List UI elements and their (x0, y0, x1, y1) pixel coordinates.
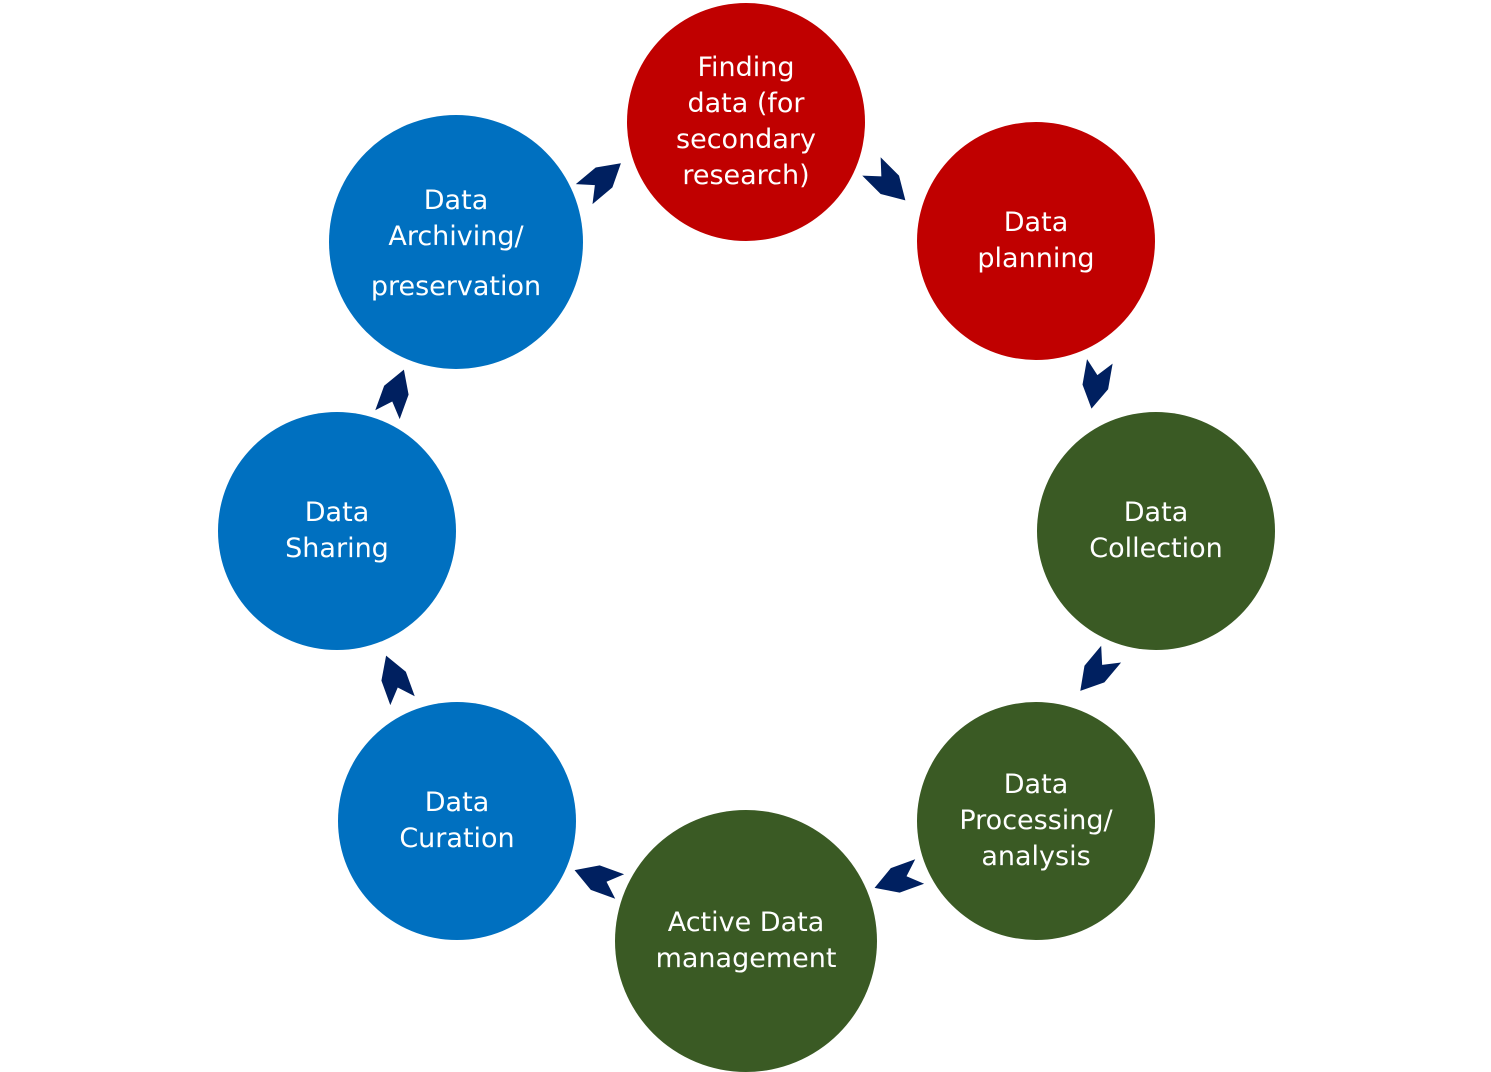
node-data-archiving: Data Archiving/ preservation (329, 115, 583, 369)
node-label-line: Sharing (285, 533, 389, 564)
node-data-sharing: Data Sharing (218, 412, 456, 650)
node-label-line: planning (977, 243, 1095, 274)
arrow-icon (874, 859, 925, 893)
arrow-icon (1080, 645, 1122, 691)
arrow-icon (1082, 359, 1113, 409)
arrow-icon (574, 865, 625, 899)
node-active-data-management: Active Data management (615, 810, 877, 1072)
node-label-line: Data (1003, 769, 1069, 800)
node-data-planning: Data planning (917, 122, 1155, 360)
node-label-line: secondary (676, 124, 816, 155)
node-label-line: Data (1003, 207, 1069, 238)
node-label-line: Processing/ (959, 805, 1113, 836)
node-label-line: management (655, 943, 837, 974)
node-data-collection: Data Collection (1037, 412, 1275, 650)
node-data-processing: Data Processing/ analysis (917, 702, 1155, 940)
node-label-line: research) (682, 160, 810, 191)
node-label-line: Data (424, 787, 490, 818)
node-label-line: Active Data (667, 907, 825, 938)
arrow-icon (862, 157, 906, 201)
node-label-line: Data (1123, 497, 1189, 528)
node-label-line: Collection (1089, 533, 1223, 564)
arrow-icon (375, 369, 409, 420)
node-label-line: preservation (370, 271, 542, 302)
node-label-line: Data (423, 185, 489, 216)
node-data-curation: Data Curation (338, 702, 576, 940)
node-label-line: Archiving/ (388, 221, 524, 252)
node-label-line: Finding (697, 52, 795, 83)
node-finding-data: Finding data (for secondary research) (627, 3, 865, 241)
arrow-icon (381, 655, 415, 706)
node-label-line: Data (304, 497, 370, 528)
node-label-line: analysis (981, 841, 1091, 872)
node-label-line: Curation (399, 823, 515, 854)
node-label-line: data (for (687, 88, 805, 119)
arrow-icon (575, 163, 621, 205)
